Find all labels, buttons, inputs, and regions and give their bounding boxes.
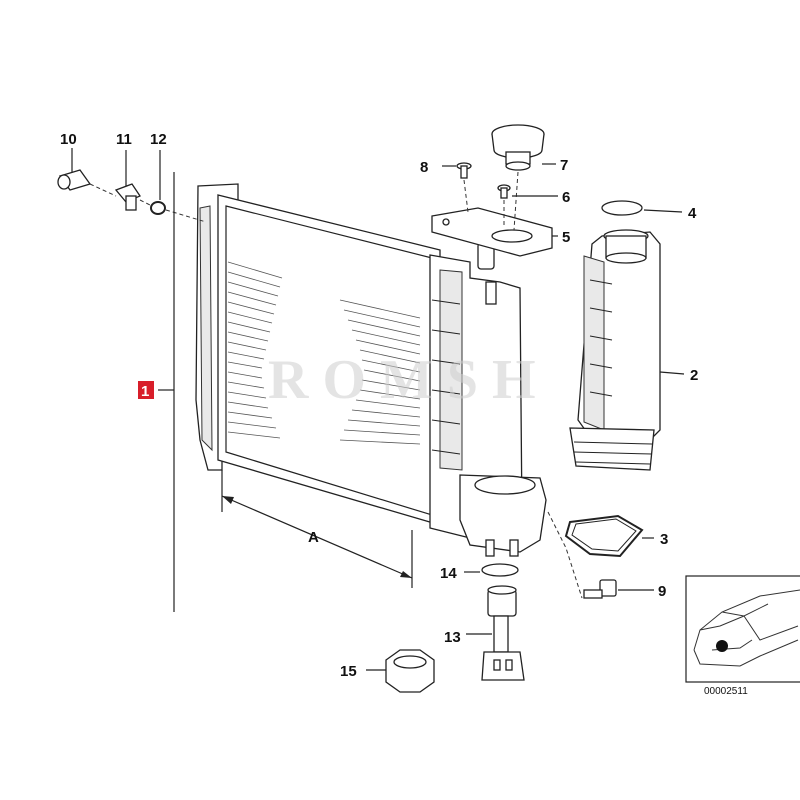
watermark: ROMSH [268,349,550,411]
temperature-sensor-13 [481,585,525,681]
expansion-tank [569,229,661,471]
engine-location-dot [716,640,728,652]
radiator [195,183,547,557]
callout-10: 10 [60,131,77,148]
callout-1-highlight [138,381,154,399]
callout-1: 1 [141,383,149,400]
callout-3: 3 [660,531,668,548]
o-ring-14 [481,563,519,577]
callout-12: 12 [150,131,167,148]
callout-15: 15 [340,663,357,680]
callout-2: 2 [690,367,698,384]
callout-9: 9 [658,583,666,600]
bleed-screw-10 [57,169,92,191]
bleed-screw-11 [114,183,141,211]
callout-11: 11 [116,131,132,148]
screw-6 [497,184,511,199]
reference-number: 00002511 [704,686,748,697]
callout-4: 4 [688,205,697,222]
callout-6: 6 [562,189,570,206]
car-location-inset [685,575,800,683]
radiator-core-fins [227,261,421,445]
callout-7: 7 [560,157,568,174]
callout-5: 5 [562,229,570,246]
nut-15 [385,649,435,693]
bracket [431,207,553,257]
callout-8: 8 [420,159,428,176]
gasket-3 [564,514,644,558]
radiator-cap [491,124,545,171]
callout-13: 13 [444,629,461,646]
drain-plug-9 [583,579,617,599]
o-ring-4 [601,200,643,216]
washer-12 [150,201,166,215]
leader-lines [71,148,685,671]
callout-14: 14 [440,565,457,582]
screw-8 [456,162,472,179]
dimension-label: A [308,529,319,546]
dimension-a: A [221,470,413,588]
callouts: 1 2 3 4 5 6 7 8 9 10 11 12 13 14 15 [60,131,698,680]
